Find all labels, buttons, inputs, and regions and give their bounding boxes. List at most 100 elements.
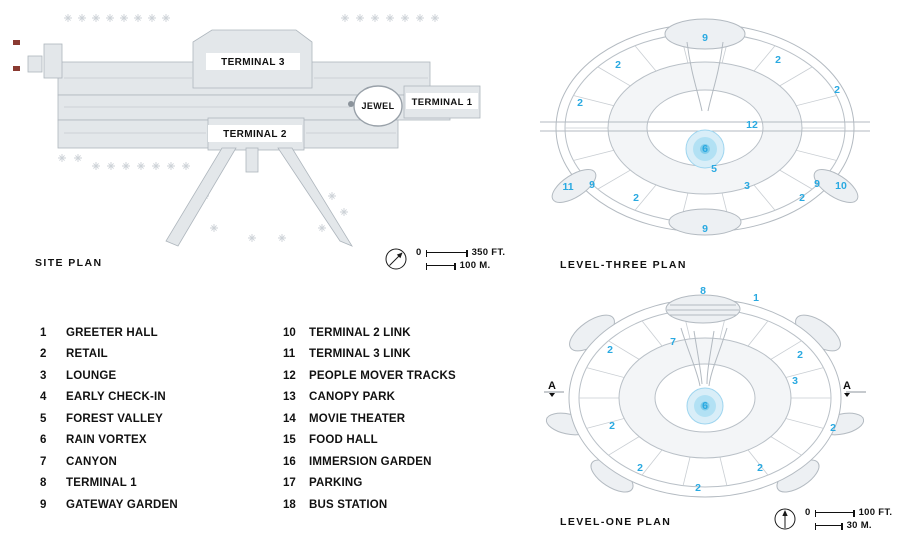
site-plan-scalebar: 0 350 FT. 0 100 M. <box>416 246 505 272</box>
site-plan-scale: 0 350 FT. 0 100 M. <box>383 246 505 272</box>
taxiway-lines <box>64 77 428 134</box>
plan-number-marker: 7 <box>670 335 676 348</box>
legend-item-label: CANYON <box>66 455 118 468</box>
plan-number-marker: 2 <box>633 191 639 204</box>
scale-line-m <box>814 522 843 530</box>
plan-number-marker: 12 <box>746 118 758 131</box>
legend-item-number: 9 <box>40 498 47 511</box>
legend-item: 4 EARLY CHECK-IN <box>40 387 178 409</box>
legend-item-label: PARKING <box>309 477 363 490</box>
plan-number-marker: 9 <box>814 177 820 190</box>
plan-number-marker: 10 <box>835 179 847 192</box>
legend-item-number: 6 <box>40 434 47 447</box>
plan-number-marker: 11 <box>562 180 574 193</box>
legend-item-label: RAIN VORTEX <box>66 434 147 447</box>
legend-item-number: 2 <box>40 348 47 361</box>
terminal-3-label: TERMINAL 3 <box>221 57 285 68</box>
scale-ft: 100 FT. <box>858 507 893 518</box>
level-one-scalebar: 0 100 FT. 0 30 M. <box>805 506 892 532</box>
station-markers <box>13 40 20 71</box>
terminal-1-building <box>665 294 741 324</box>
plan-number-marker: 2 <box>637 461 643 474</box>
legend-item: 2 RETAIL <box>40 344 178 366</box>
plan-number-marker: 2 <box>577 96 583 109</box>
legend-item-number: 1 <box>40 326 47 339</box>
legend-col-1: 1 GREETER HALL 2 RETAIL 3 LOUNGE 4 EARLY CHECK-… <box>40 322 178 516</box>
canyon-paths <box>680 327 728 387</box>
legend-item-number: 4 <box>40 391 47 404</box>
legend-item-number: 17 <box>283 477 296 490</box>
legend-item-number: 8 <box>40 477 47 490</box>
plan-number-marker: 6 <box>702 142 708 155</box>
legend-item: 6 RAIN VORTEX <box>40 430 178 452</box>
legend-item-number: 10 <box>283 326 296 339</box>
legend-item: 17 PARKING <box>283 473 456 495</box>
legend-item-number: 14 <box>283 412 296 425</box>
site-plan-title: SITE PLAN <box>35 257 103 269</box>
legend-item-label: LOUNGE <box>66 369 117 382</box>
legend-item: 5 FOREST VALLEY <box>40 408 178 430</box>
legend-item-label: TERMINAL 1 <box>66 477 137 490</box>
terminal-pier-left <box>165 147 237 247</box>
plan-number-marker: 6 <box>702 399 708 412</box>
plan-number-marker: 9 <box>589 178 595 191</box>
plan-number-marker: 3 <box>744 179 750 192</box>
plan-number-marker: 9 <box>702 31 708 44</box>
gateway-garden-bottom <box>668 208 742 236</box>
plan-number-marker: 3 <box>792 374 798 387</box>
legend-item-label: TERMINAL 2 LINK <box>309 326 411 339</box>
terminal-1-label: TERMINAL 1 <box>412 97 473 108</box>
legend-item-number: 13 <box>283 391 296 404</box>
legend-item-label: GREETER HALL <box>66 326 158 339</box>
level-three-plan-title: LEVEL-THREE PLAN <box>560 259 687 271</box>
legend-item: 1 GREETER HALL <box>40 322 178 344</box>
plan-number-marker: 2 <box>830 421 836 434</box>
plan-number-marker: 9 <box>702 222 708 235</box>
scale-m: 100 M. <box>459 260 491 271</box>
legend-item-number: 18 <box>283 498 296 511</box>
legend-item-number: 16 <box>283 455 296 468</box>
plan-number-marker: 2 <box>799 191 805 204</box>
legend-item-number: 7 <box>40 455 47 468</box>
terminal-pier-right <box>277 147 353 247</box>
canyon-link-lines <box>686 41 724 112</box>
plan-number-marker: 2 <box>757 461 763 474</box>
legend-item-number: 3 <box>40 369 47 382</box>
scale-line-m <box>425 262 456 270</box>
scale-zero: 0 <box>416 247 422 258</box>
plan-number-marker: 2 <box>797 348 803 361</box>
scale-m: 30 M. <box>846 520 872 531</box>
plan-number-marker: 2 <box>834 83 840 96</box>
jewel-dot <box>348 101 354 107</box>
level-one-drawing <box>544 294 866 498</box>
legend-item-number: 12 <box>283 369 296 382</box>
gateway-garden-top <box>664 18 746 50</box>
legend-item: 10 TERMINAL 2 LINK <box>283 322 456 344</box>
legend-item-number: 5 <box>40 412 47 425</box>
section-marker: A <box>548 381 556 397</box>
site-plan-labels: TERMINAL 3 TERMINAL 2 TERMINAL 1 JEWEL <box>206 53 478 142</box>
gateway-garden-left <box>551 169 597 203</box>
plan-number-marker: 5 <box>711 162 717 175</box>
plan-number-marker: 2 <box>695 481 701 494</box>
legend-item-label: FOREST VALLEY <box>66 412 163 425</box>
legend-item: 3 LOUNGE <box>40 365 178 387</box>
legend-item: 7 CANYON <box>40 451 178 473</box>
legend-item-label: RETAIL <box>66 348 108 361</box>
legend-item-label: PEOPLE MOVER TRACKS <box>309 369 456 382</box>
north-arrow-icon <box>385 248 407 270</box>
plan-number-marker: 2 <box>609 419 615 432</box>
terminal-1-hatch <box>667 304 739 316</box>
legend-item-label: EARLY CHECK-IN <box>66 391 166 404</box>
level-one-plan-title: LEVEL-ONE PLAN <box>560 516 672 528</box>
gateway-garden-right <box>813 169 859 203</box>
scale-zero: 0 <box>805 507 811 518</box>
